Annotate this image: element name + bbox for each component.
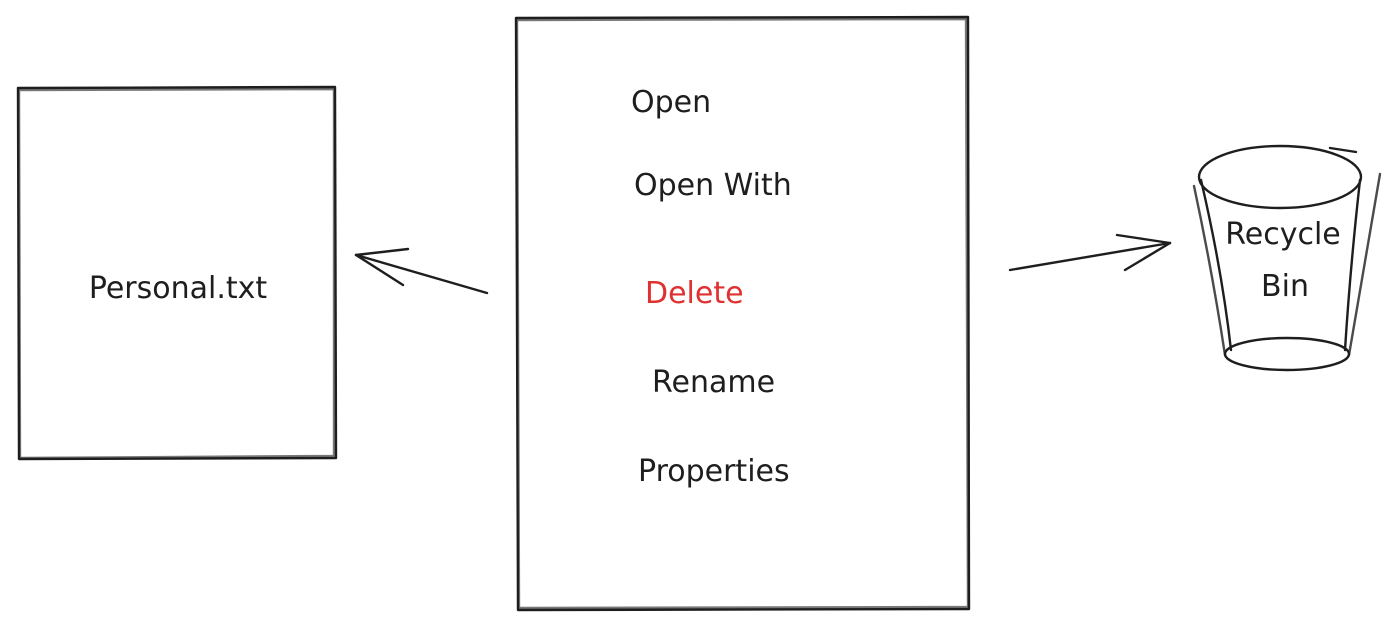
- file-box[interactable]: Personal.txt: [16, 85, 338, 461]
- menu-item-rename[interactable]: Rename: [652, 365, 775, 400]
- menu-item-open[interactable]: Open: [631, 85, 711, 120]
- recycle-bin-label-line2: Bin: [1261, 269, 1309, 304]
- arrow-right-icon: [1008, 233, 1172, 272]
- menu-item-properties[interactable]: Properties: [638, 454, 790, 489]
- menu-item-delete[interactable]: Delete: [645, 276, 744, 311]
- menu-item-open-with[interactable]: Open With: [634, 168, 792, 203]
- arrow-left-icon: [354, 247, 489, 295]
- file-name-label: Personal.txt: [89, 271, 268, 306]
- context-menu: Open Open With Delete Rename Properties: [514, 15, 971, 612]
- recycle-bin-label-line1: Recycle: [1225, 217, 1341, 252]
- recycle-bin-icon[interactable]: Recycle Bin: [1192, 144, 1382, 372]
